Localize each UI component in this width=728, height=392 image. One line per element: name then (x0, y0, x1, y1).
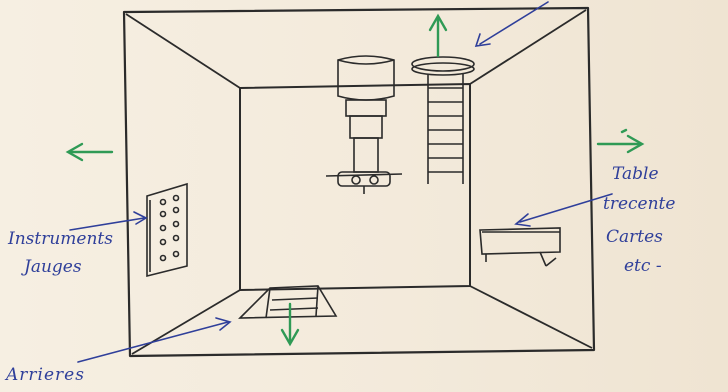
blue-pointer-arrow-icon (70, 212, 146, 230)
ladder (412, 57, 474, 184)
rear-hatch (240, 286, 336, 318)
instrument-panel (147, 184, 187, 276)
annotation-instruments: Instruments (8, 231, 113, 249)
green-arrow-icon (430, 16, 446, 56)
inner-back-wall (240, 84, 470, 290)
annotation-table-line3: Cartes (606, 229, 663, 247)
periscope-column (326, 56, 402, 194)
green-arrow-icon (598, 130, 642, 152)
annotation-table-line2: trecente (603, 196, 675, 214)
annotation-table-line4: etc - (624, 258, 662, 276)
chart-table (480, 228, 560, 266)
blue-pointer-arrow-icon (516, 194, 612, 226)
annotation-table-line1: Table (612, 166, 659, 184)
annotation-arrieres: Arrieres (6, 367, 85, 385)
annotation-jauges: Jauges (24, 259, 82, 277)
green-arrow-icon (68, 144, 112, 160)
